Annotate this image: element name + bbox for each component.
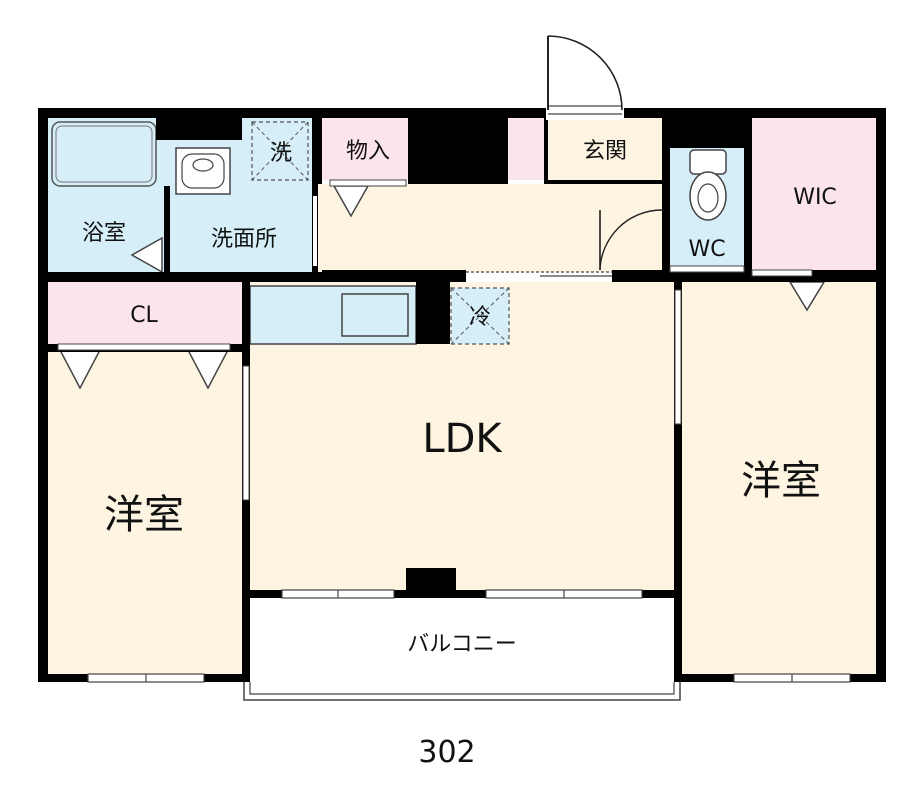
entrance-storage-floor [508, 118, 544, 180]
balcony-floor [250, 598, 674, 680]
label-washer: 洗 [270, 141, 292, 166]
entrance-floor [544, 118, 662, 184]
bathtub [51, 121, 157, 187]
fixtures [51, 121, 826, 390]
label-entrance: 玄関 [583, 139, 627, 164]
label-western-room-left: 洋室 [104, 492, 184, 538]
unit-number: 302 [418, 735, 475, 770]
label-western-room-right: 洋室 [741, 458, 821, 504]
right-room-floor [682, 282, 878, 674]
fridge-space [450, 287, 510, 345]
closet-floor [46, 282, 242, 344]
openings [57, 35, 851, 701]
washer-space-floor [242, 118, 312, 184]
label-balcony: バルコニー [407, 632, 517, 657]
label-washroom: 洗面所 [211, 227, 277, 252]
label-ldk: LDK [422, 416, 503, 462]
storeroom-floor [318, 118, 408, 180]
label-closet: CL [130, 303, 158, 328]
label-toilet: WC [688, 237, 725, 262]
left-room-floor [46, 352, 242, 674]
label-storeroom: 物入 [346, 139, 390, 164]
kitchen-sink [341, 293, 409, 337]
label-wic: WIC [793, 185, 837, 210]
label-fridge: 冷 [469, 305, 491, 330]
bath-door-mark [130, 236, 163, 274]
room-labels: 浴室 洗面所 洗 物入 玄関 WC WIC CL 冷 LDK 洋室 洋室 バルコ… [82, 139, 837, 770]
washer-space [251, 121, 309, 181]
toilet-fixture [689, 149, 727, 221]
label-bathroom: 浴室 [82, 221, 126, 246]
wic-floor [752, 118, 878, 272]
hallway-floor [318, 184, 662, 272]
